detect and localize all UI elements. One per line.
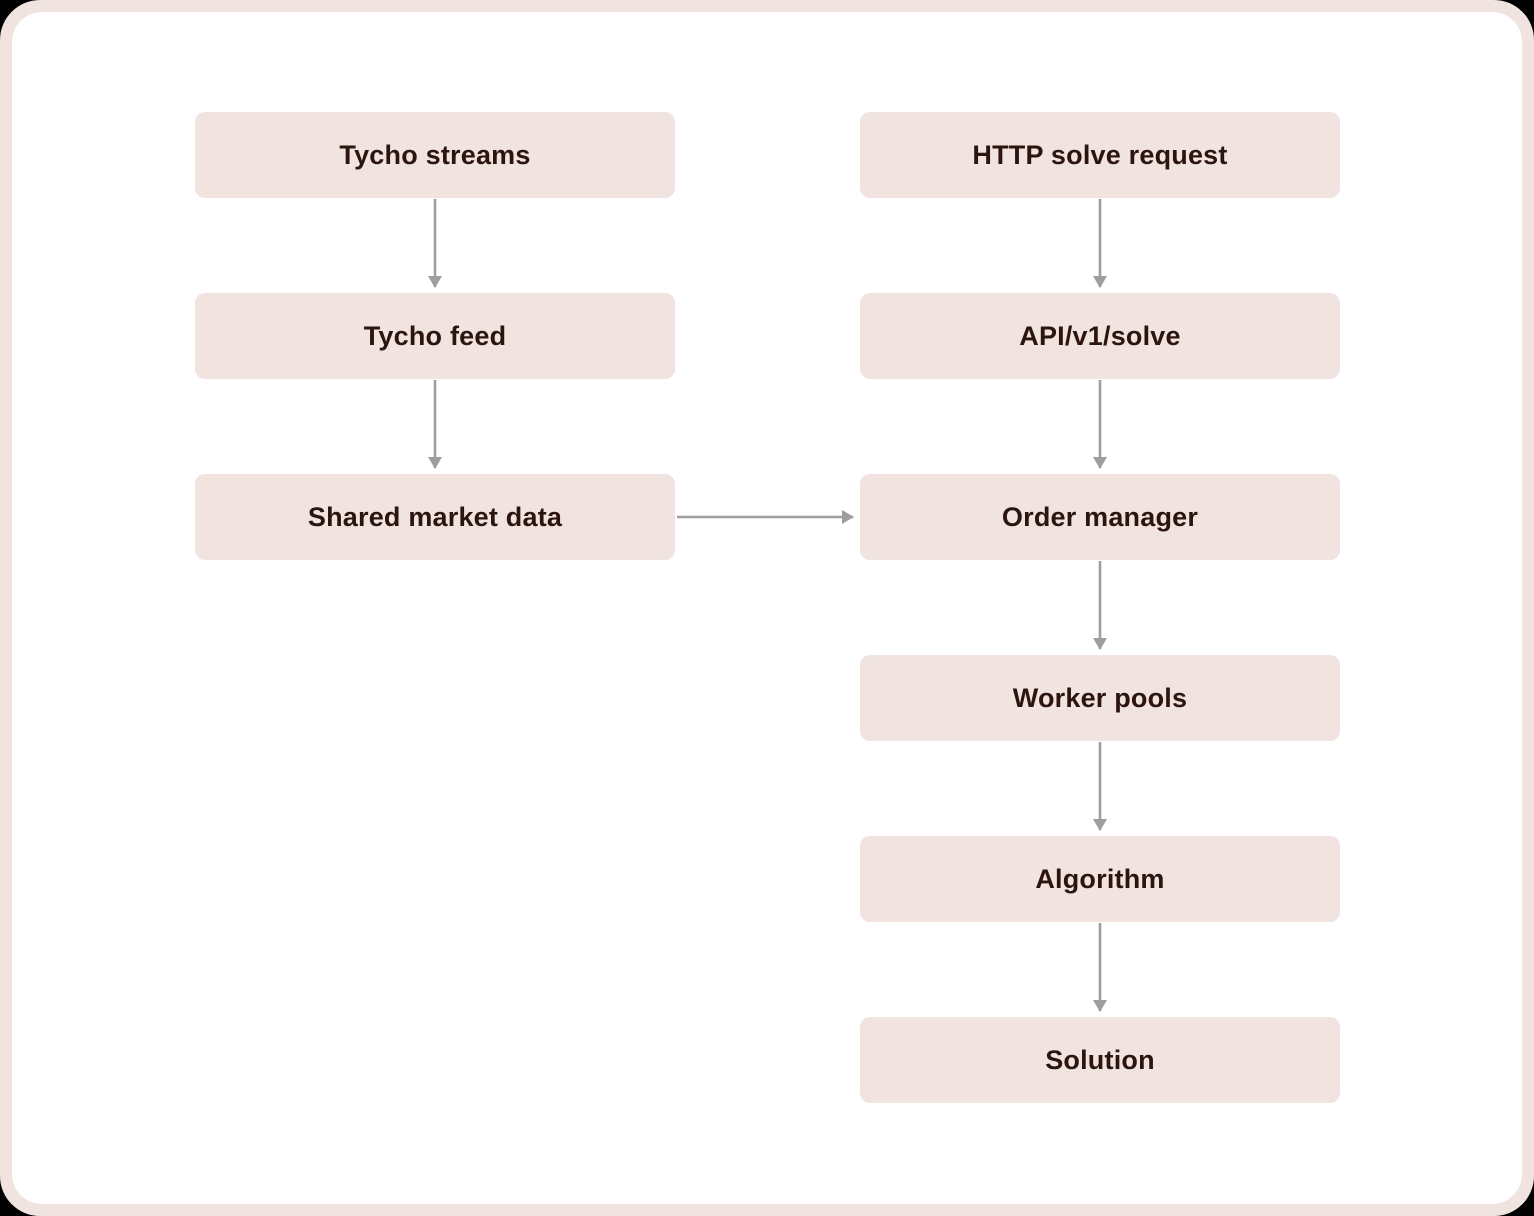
- node-solution: Solution: [860, 1017, 1340, 1103]
- node-http-solve-request: HTTP solve request: [860, 112, 1340, 198]
- node-tycho-feed: Tycho feed: [195, 293, 675, 379]
- node-shared-market-data: Shared market data: [195, 474, 675, 560]
- diagram-canvas: [12, 12, 1522, 1204]
- node-order-manager: Order manager: [860, 474, 1340, 560]
- node-algorithm: Algorithm: [860, 836, 1340, 922]
- node-api-v1-solve: API/v1/solve: [860, 293, 1340, 379]
- node-tycho-streams: Tycho streams: [195, 112, 675, 198]
- node-worker-pools: Worker pools: [860, 655, 1340, 741]
